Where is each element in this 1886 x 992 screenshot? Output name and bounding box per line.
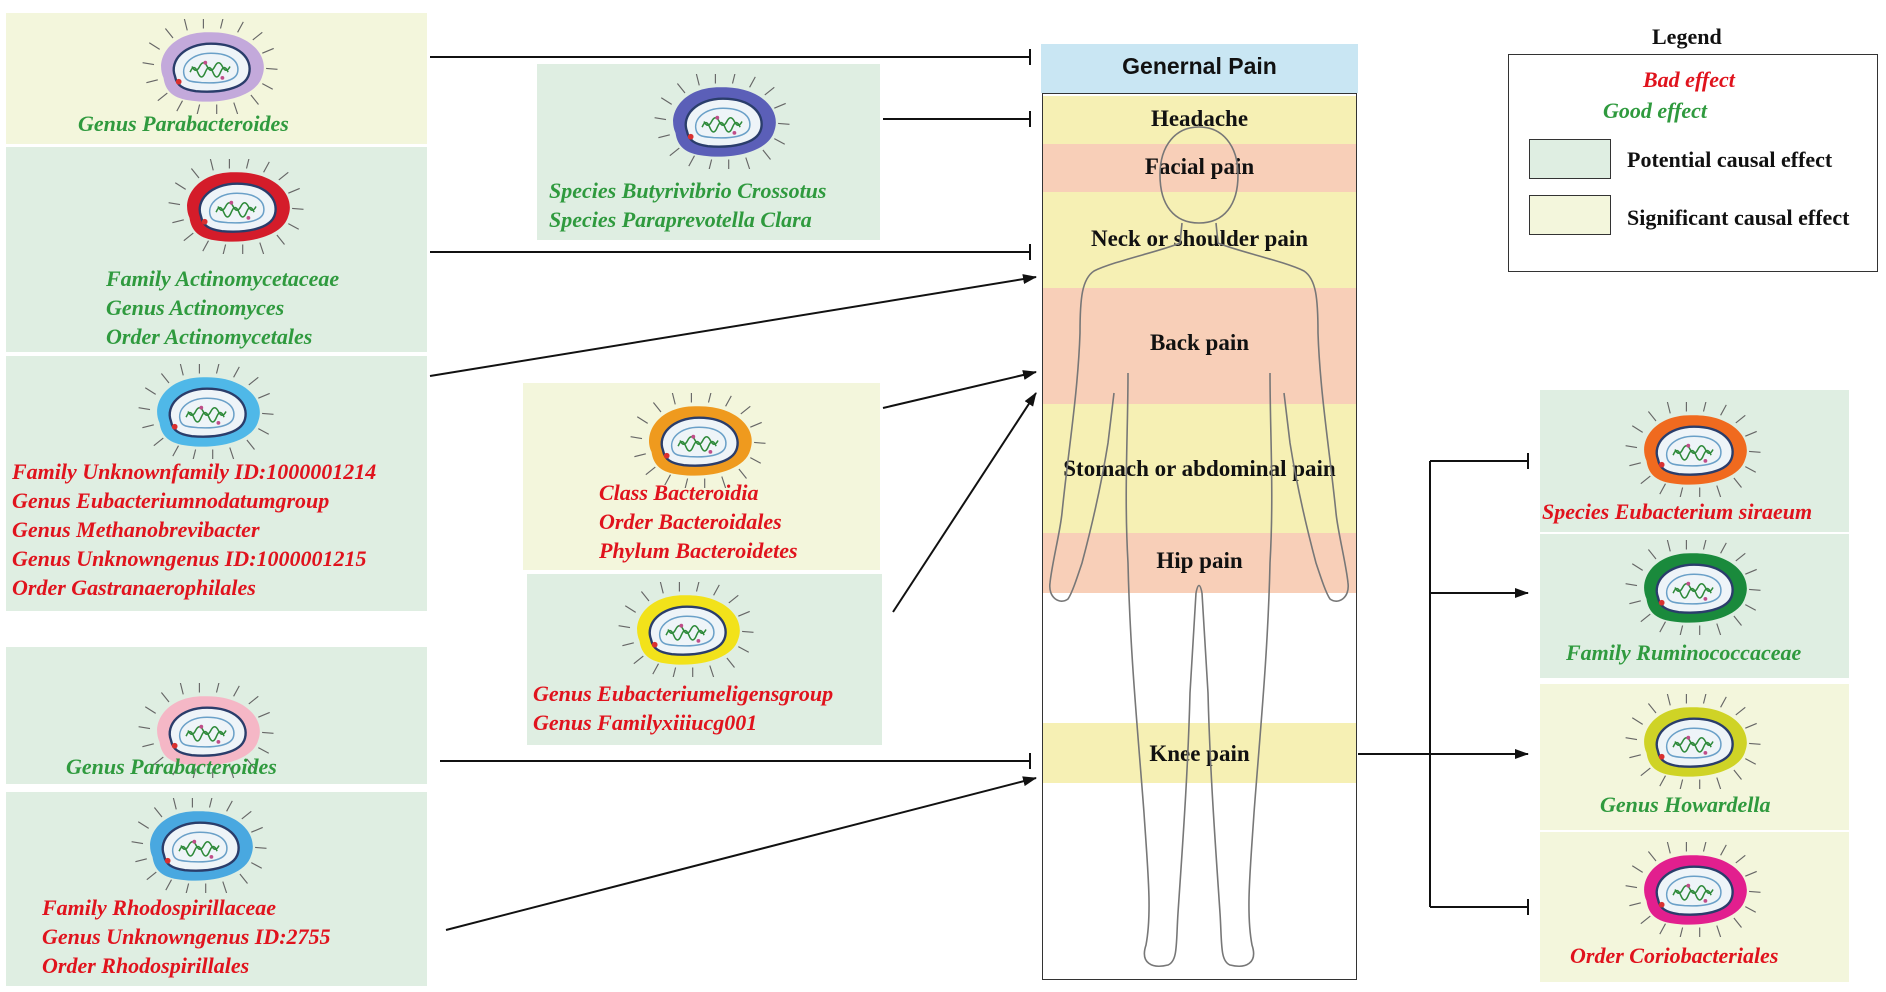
middle-box-2: Class Bacteroidia Order Bacteroidales Ph… bbox=[523, 383, 880, 570]
taxon-label: Species Butyrivibrio Crossotus bbox=[549, 178, 827, 203]
taxon-label: Species Paraprevotella Clara bbox=[549, 207, 812, 232]
legend-potential-swatch bbox=[1529, 139, 1611, 179]
taxon-label: Genus Eubacteriumeligensgroup bbox=[533, 681, 834, 706]
region-back: Back pain bbox=[1042, 288, 1357, 404]
left-box-5-labels: Family Rhodospirillaceae Genus Unknownge… bbox=[42, 893, 331, 980]
region-label: Neck or shoulder pain bbox=[1090, 226, 1309, 251]
taxon-label: Order Actinomycetales bbox=[106, 324, 313, 349]
right-box-1-labels: Species Eubacterium siraeum bbox=[1542, 497, 1812, 526]
bacterium-icon bbox=[130, 798, 270, 893]
bacterium-icon bbox=[629, 393, 769, 488]
region-hip: Hip pain bbox=[1042, 533, 1357, 593]
right-box-2: Family Ruminococcaceae bbox=[1540, 534, 1849, 678]
body-frame bbox=[1042, 93, 1357, 980]
taxon-label: Order Bacteroidales bbox=[599, 509, 782, 534]
arrow-mid3-back bbox=[892, 392, 1037, 613]
taxon-label: Genus Howardella bbox=[1600, 792, 1771, 817]
right-box-4: Order Coriobacteriales bbox=[1540, 832, 1849, 982]
right-box-3-labels: Genus Howardella bbox=[1600, 790, 1771, 819]
right-box-4-labels: Order Coriobacteriales bbox=[1570, 941, 1778, 970]
legend-significant-label: Significant causal effect bbox=[1627, 205, 1850, 230]
taxon-label: Order Coriobacteriales bbox=[1570, 943, 1779, 968]
legend: Bad effect Good effect Potential causal … bbox=[1508, 54, 1878, 272]
taxon-label: Species Eubacterium siraeum bbox=[1542, 499, 1813, 524]
left-box-3: Family Unknownfamily ID:1000001214 Genus… bbox=[6, 356, 427, 611]
left-box-2-labels: Family Actinomycetaceae Genus Actinomyce… bbox=[106, 264, 339, 351]
arrow-left5-knee bbox=[445, 776, 1037, 931]
taxon-label: Family Unknownfamily ID:1000001214 bbox=[12, 459, 377, 484]
bacterium-icon bbox=[141, 19, 281, 114]
left-box-2: Family Actinomycetaceae Genus Actinomyce… bbox=[6, 147, 427, 352]
bacterium-icon bbox=[1624, 694, 1764, 789]
taxon-label: Family Actinomycetaceae bbox=[106, 266, 340, 291]
middle-box-1-labels: Species Butyrivibrio Crossotus Species P… bbox=[549, 176, 826, 234]
legend-significant-swatch bbox=[1529, 195, 1611, 235]
taxon-label: Genus Methanobrevibacter bbox=[12, 517, 260, 542]
bacterium-icon bbox=[137, 364, 277, 459]
arrow-left3-neck bbox=[429, 274, 1037, 377]
taxon-label: Phylum Bacteroidetes bbox=[599, 538, 798, 563]
middle-box-1: Species Butyrivibrio Crossotus Species P… bbox=[537, 64, 880, 240]
taxon-label: Genus Unknowngenus ID:2755 bbox=[42, 924, 331, 949]
region-headache: Headache bbox=[1042, 96, 1357, 144]
taxon-label: Genus Parabacteroides bbox=[78, 111, 289, 136]
left-box-4-labels: Genus Parabacteroides bbox=[66, 752, 277, 781]
bacterium-icon bbox=[1624, 540, 1764, 635]
region-label: Back pain bbox=[1149, 330, 1250, 355]
left-box-4: Genus Parabacteroides bbox=[6, 647, 427, 784]
arrow-mid2-back bbox=[882, 370, 1037, 409]
taxon-label: Order Rhodospirillales bbox=[42, 953, 250, 978]
left-box-5: Family Rhodospirillaceae Genus Unknownge… bbox=[6, 792, 427, 986]
bacterium-icon bbox=[1624, 402, 1764, 497]
taxon-label: Order Gastranaerophilales bbox=[12, 575, 256, 600]
legend-potential-label: Potential causal effect bbox=[1627, 147, 1833, 172]
region-label: Hip pain bbox=[1156, 548, 1243, 573]
right-box-3: Genus Howardella bbox=[1540, 684, 1849, 830]
legend-bad-effect: Bad effect bbox=[1643, 67, 1735, 92]
taxon-label: Genus Eubacteriumnodatumgroup bbox=[12, 488, 330, 513]
left-box-1-labels: Genus Parabacteroides bbox=[78, 109, 289, 138]
taxon-label: Family Ruminococcaceae bbox=[1566, 640, 1802, 665]
region-label: Knee pain bbox=[1149, 741, 1250, 766]
region-label: Stomach or abdominal pain bbox=[1063, 456, 1336, 481]
legend-title: Legend bbox=[1652, 24, 1722, 49]
general-pain-header: Genernal Pain bbox=[1041, 44, 1358, 93]
bacterium-icon bbox=[617, 582, 757, 677]
general-pain-label: Genernal Pain bbox=[1122, 53, 1277, 79]
taxon-label: Genus Unknowngenus ID:1000001215 bbox=[12, 546, 367, 571]
middle-box-2-labels: Class Bacteroidia Order Bacteroidales Ph… bbox=[599, 478, 798, 565]
region-knee: Knee pain bbox=[1042, 723, 1357, 783]
taxon-label: Family Rhodospirillaceae bbox=[42, 895, 277, 920]
bacterium-icon bbox=[653, 74, 793, 169]
left-box-1: Genus Parabacteroides bbox=[6, 13, 427, 144]
bacterium-icon bbox=[167, 159, 307, 254]
region-facial: Facial pain bbox=[1042, 144, 1357, 192]
bacterium-icon bbox=[1624, 842, 1764, 937]
middle-box-3-labels: Genus Eubacteriumeligensgroup Genus Fami… bbox=[533, 679, 833, 737]
taxon-label: Genus Familyxiiiucg001 bbox=[533, 710, 758, 735]
right-box-1: Species Eubacterium siraeum bbox=[1540, 390, 1849, 532]
taxon-label: Class Bacteroidia bbox=[599, 480, 759, 505]
left-box-3-labels: Family Unknownfamily ID:1000001214 Genus… bbox=[12, 457, 376, 602]
middle-box-3: Genus Eubacteriumeligensgroup Genus Fami… bbox=[527, 574, 882, 745]
right-box-2-labels: Family Ruminococcaceae bbox=[1566, 638, 1801, 667]
legend-good-effect: Good effect bbox=[1603, 98, 1708, 123]
human-silhouette bbox=[1049, 126, 1349, 967]
taxon-label: Genus Actinomyces bbox=[106, 295, 285, 320]
taxon-label: Genus Parabacteroides bbox=[66, 754, 277, 779]
